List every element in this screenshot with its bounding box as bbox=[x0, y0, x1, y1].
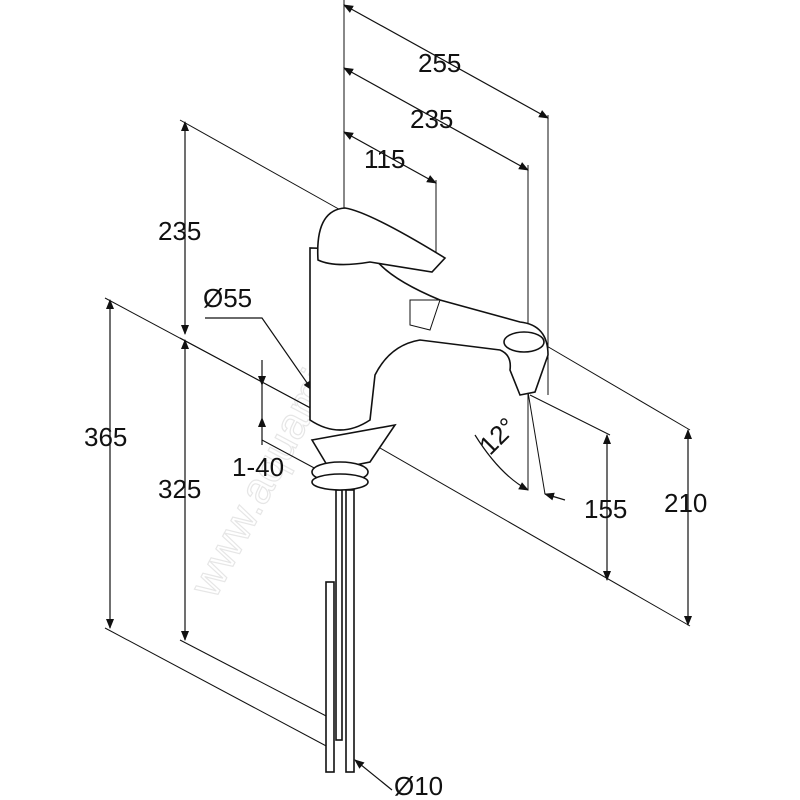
faucet-body bbox=[309, 247, 549, 431]
label-155: 155 bbox=[584, 494, 627, 524]
extension-lines bbox=[104, 0, 691, 749]
label-115: 115 bbox=[364, 144, 405, 174]
threaded-rod bbox=[335, 489, 343, 741]
mounting-plate bbox=[310, 423, 397, 471]
hose-left bbox=[325, 581, 335, 773]
label-12-degrees: 12° bbox=[473, 411, 522, 460]
label-diameter-55: Ø55 bbox=[203, 283, 252, 313]
label-365: 365 bbox=[84, 422, 127, 452]
dimension-labels: 255 235 115 235 Ø55 1-40 12° 325 365 155… bbox=[84, 48, 707, 800]
faucet bbox=[309, 207, 549, 773]
label-235-reach: 235 bbox=[410, 104, 453, 134]
lever-handle bbox=[316, 207, 447, 273]
label-235-height: 235 bbox=[158, 216, 201, 246]
label-325: 325 bbox=[158, 474, 201, 504]
label-1-40: 1-40 bbox=[232, 452, 284, 482]
label-210: 210 bbox=[664, 488, 707, 518]
label-255: 255 bbox=[418, 48, 461, 78]
label-diameter-10: Ø10 bbox=[394, 771, 443, 800]
spray-head-button bbox=[503, 331, 545, 353]
dimension-lines bbox=[106, 4, 692, 791]
hose-right bbox=[345, 489, 355, 773]
